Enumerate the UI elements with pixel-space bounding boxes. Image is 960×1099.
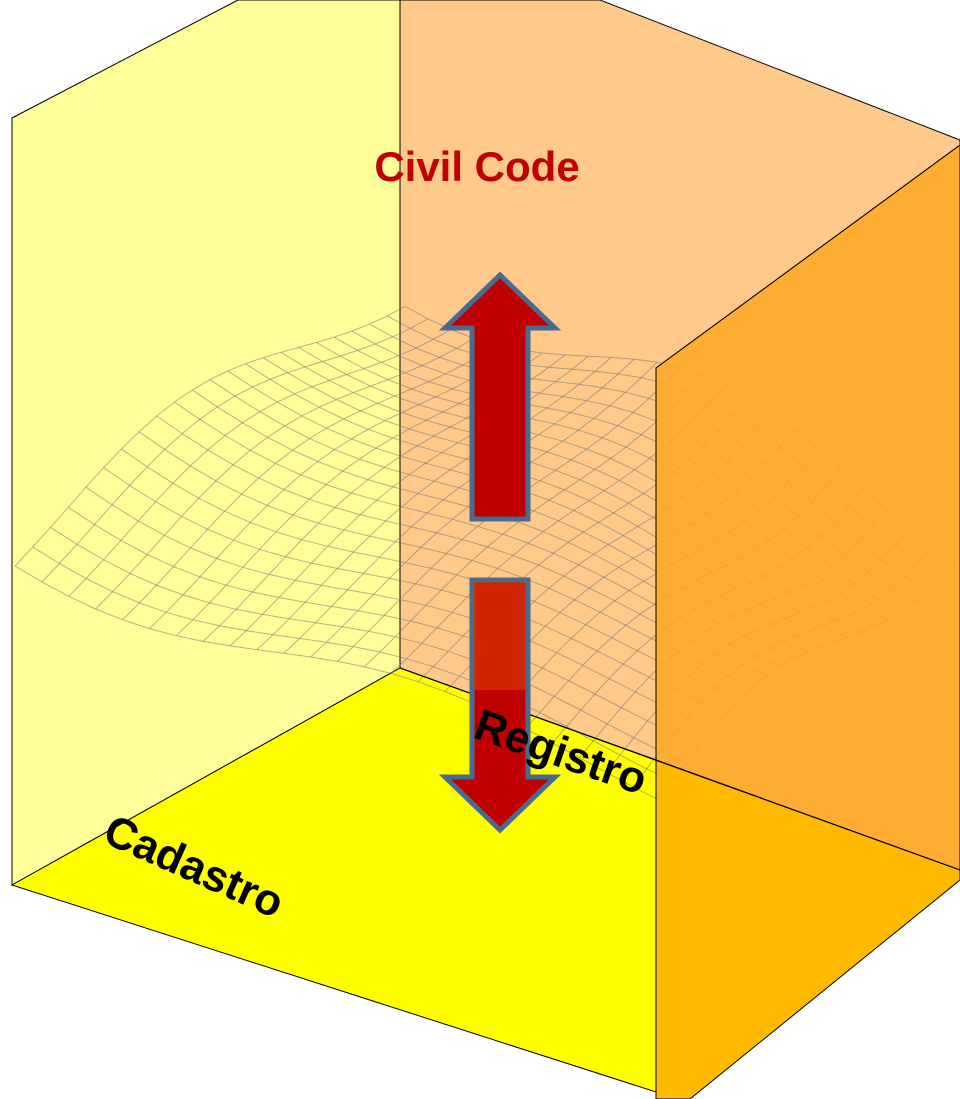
mesh-line <box>138 431 755 687</box>
civil-code-label: Civil Code <box>374 143 579 190</box>
mesh-line <box>50 526 688 765</box>
mesh-line <box>32 546 674 783</box>
mesh-line <box>85 486 714 730</box>
up-arrow <box>438 271 562 522</box>
mesh-line <box>14 565 661 802</box>
mesh-line <box>67 506 701 747</box>
mesh-line <box>121 448 741 700</box>
mesh-line <box>103 467 728 714</box>
down-arrow-shaft-tint <box>474 582 526 690</box>
down-arrow <box>438 577 562 834</box>
